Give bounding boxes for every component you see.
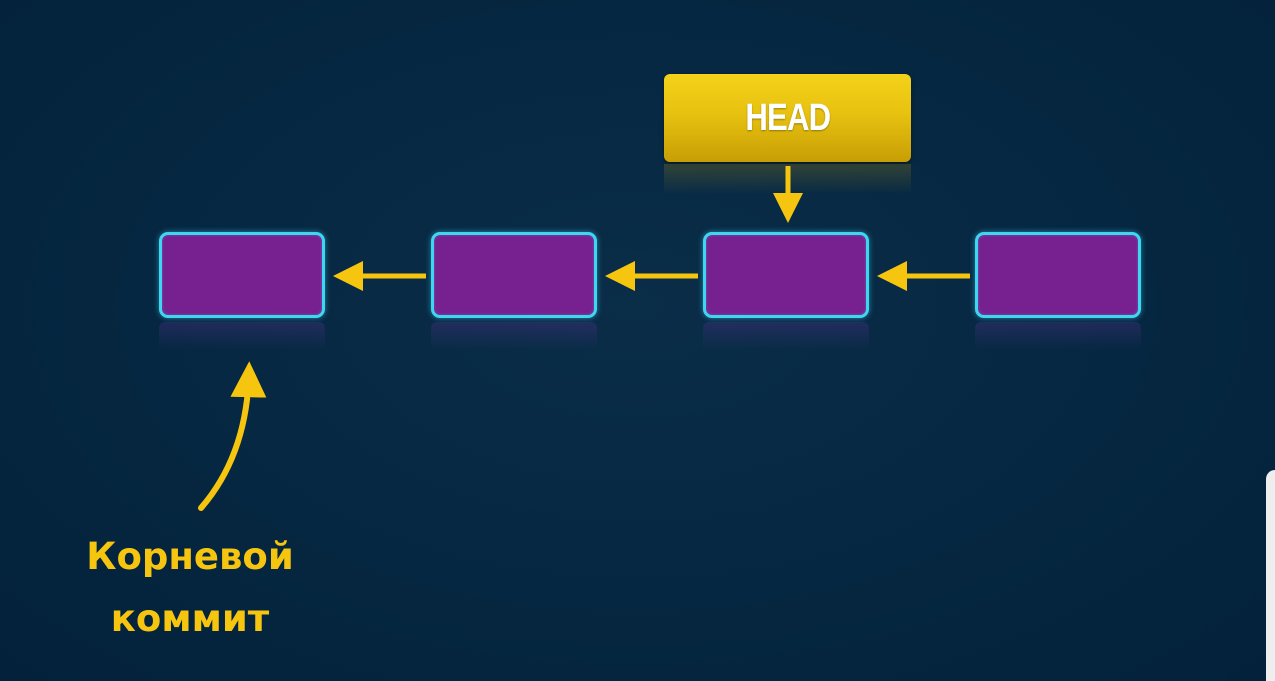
commit-node-head bbox=[703, 232, 869, 318]
commit-reflection bbox=[159, 322, 325, 350]
root-caption-arrow bbox=[198, 361, 267, 511]
head-label: HEAD bbox=[744, 96, 831, 139]
commit-node-root bbox=[159, 232, 325, 318]
commit-reflection bbox=[975, 322, 1141, 350]
root-caption-line1: Корневой bbox=[86, 535, 294, 578]
edge-strip bbox=[1266, 470, 1275, 681]
commit-reflection bbox=[431, 322, 597, 350]
head-reflection bbox=[664, 164, 911, 194]
head-pointer-box: HEAD bbox=[664, 74, 911, 162]
commit-reflection bbox=[703, 322, 869, 350]
root-caption-line2: коммит bbox=[110, 597, 270, 640]
commit-node-4 bbox=[975, 232, 1141, 318]
root-commit-caption: Корневой коммит bbox=[70, 526, 310, 650]
commit-node-2 bbox=[431, 232, 597, 318]
